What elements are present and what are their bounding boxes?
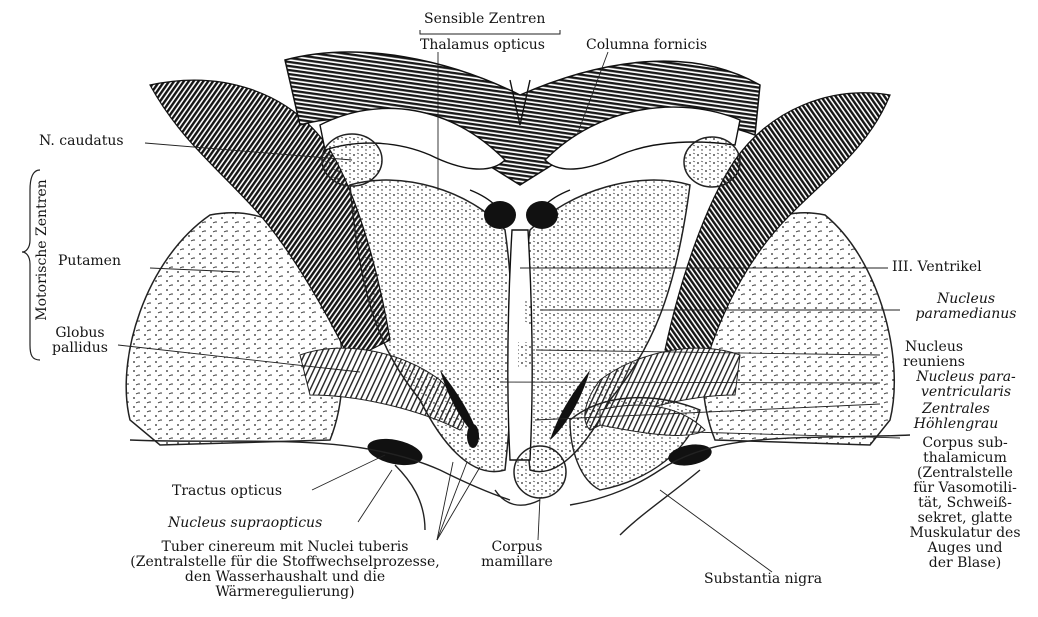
label-corpus-subthalamicum: Corpus sub- thalamicum (Zentralstelle fü… [896,436,1034,571]
label-columna-fornicis: Columna fornicis [586,38,707,53]
label-nucleus-paraventricularis: Nucleus para-ventricularis [902,370,1030,400]
label-tractus-opticus: Tractus opticus [172,484,282,499]
label-sensible-zentren: Sensible Zentren [424,12,545,27]
label-iii-ventrikel: III. Ventrikel [892,260,982,275]
label-n-caudatus: N. caudatus [39,134,124,149]
label-thalamus-opticus: Thalamus opticus [420,38,545,53]
label-tuber-cinereum: Tuber cinereum mit Nuclei tuberis (Zentr… [100,540,470,600]
label-motorische-zentren: Motorische Zentren [34,170,50,330]
label-putamen: Putamen [58,254,121,269]
label-substantia-nigra: Substantia nigra [704,572,822,587]
label-nucleus-supraopticus: Nucleus supraopticus [168,516,322,531]
